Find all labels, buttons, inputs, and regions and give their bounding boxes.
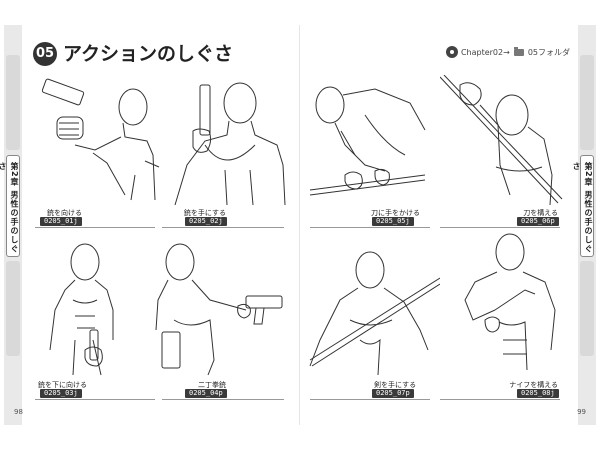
file-code-badge: 0205_06p: [517, 217, 559, 226]
caption-rule: [310, 227, 430, 228]
caption-rule: [440, 399, 560, 400]
file-code-badge: 0205_02j: [185, 217, 227, 226]
file-code-badge: 0205_08j: [517, 389, 559, 398]
side-tab-active-label: 第2章 男性の手のしぐさ: [0, 162, 19, 254]
figure-illustration: [150, 240, 285, 380]
figure-caption: 刀に手をかける: [371, 209, 420, 217]
figure-caption: ナイフを構える: [509, 381, 558, 389]
chapter-title: アクションのしぐさ: [63, 43, 234, 65]
figure-illustration: [300, 240, 440, 380]
figure-caption: 銃を向ける: [47, 209, 82, 217]
page-number-right: 99: [577, 408, 586, 416]
page-number-left: 98: [14, 408, 23, 416]
side-tab-block-active[interactable]: 第2章 男性の手のしぐさ: [572, 155, 594, 257]
side-tab-block[interactable]: [6, 55, 20, 150]
caption-rule: [35, 399, 155, 400]
figure-caption: 銃を下に向ける: [38, 381, 87, 389]
figure-caption: 刀を構える: [523, 209, 558, 217]
folder-icon: [513, 46, 524, 56]
side-tab-block[interactable]: [580, 261, 594, 356]
disc-icon: [445, 46, 458, 58]
side-tab-block-active[interactable]: 第2章 男性の手のしぐさ: [0, 155, 20, 257]
figure-caption: 剣を手にする: [374, 381, 417, 389]
file-code-badge: 0205_05j: [372, 217, 414, 226]
left-side-tab: 第2章 男性の手のしぐさ: [0, 25, 22, 425]
figure-illustration: [455, 230, 565, 380]
breadcrumb: Chapter02→ 05フォルダ: [445, 43, 570, 61]
figure-illustration: [305, 75, 430, 215]
file-code-badge: 0205_07p: [372, 389, 414, 398]
file-code-badge: 0205_04p: [185, 389, 227, 398]
caption-rule: [310, 399, 430, 400]
side-tab-active-label: 第2章 男性の手のしぐさ: [572, 162, 593, 254]
caption-rule: [35, 227, 155, 228]
chapter-number-badge: 05: [33, 42, 57, 66]
caption-rule: [162, 227, 284, 228]
caption-rule: [440, 227, 560, 228]
side-tab-block[interactable]: [580, 55, 594, 150]
figure-illustration: [35, 75, 160, 215]
figure-illustration: [35, 240, 160, 380]
figure-caption: 二丁拳銃: [198, 381, 226, 389]
caption-rule: [162, 399, 284, 400]
figure-illustration: [440, 75, 565, 215]
right-side-tab: 第2章 男性の手のしぐさ: [572, 25, 596, 425]
file-code-badge: 0205_01j: [40, 217, 82, 226]
figure-illustration: [165, 75, 290, 215]
side-tab-block[interactable]: [6, 261, 20, 356]
breadcrumb-folder: 05フォルダ: [527, 47, 570, 57]
breadcrumb-chapter: Chapter02→: [460, 47, 510, 57]
file-code-badge: 0205_03j: [40, 389, 82, 398]
figure-caption: 銃を手にする: [183, 209, 226, 217]
